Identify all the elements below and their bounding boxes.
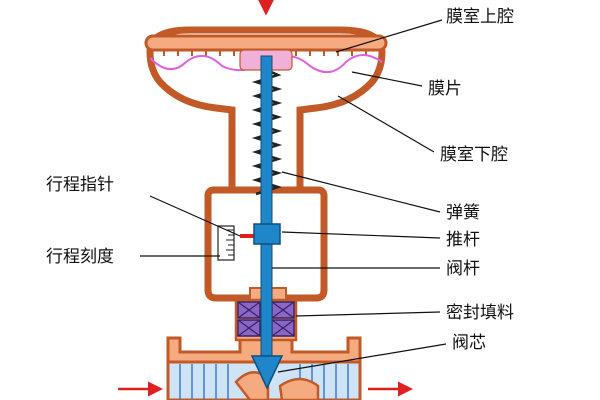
leader-packing xyxy=(295,311,441,317)
leader-upper-chamber xyxy=(335,19,443,53)
leader-lines xyxy=(140,19,447,373)
leader-push-rod xyxy=(281,231,441,239)
valve-core xyxy=(250,355,284,390)
label-valve-stem: 阀杆 xyxy=(446,259,480,279)
travel-scale xyxy=(217,225,235,261)
leader-valve-core xyxy=(277,343,447,373)
label-spring: 弹簧 xyxy=(446,203,480,223)
packing-box xyxy=(234,298,298,342)
pipe-flow-lines xyxy=(179,364,349,400)
label-diaphragm: 膜片 xyxy=(428,79,462,99)
label-travel-pointer: 行程指针 xyxy=(46,175,114,195)
label-upper-chamber: 膜室上腔 xyxy=(446,7,514,27)
label-travel-scale: 行程刻度 xyxy=(46,247,114,267)
leader-spring xyxy=(281,171,441,213)
leader-lower-chamber xyxy=(337,95,435,153)
label-valve-core: 阀芯 xyxy=(452,333,486,353)
label-packing: 密封填料 xyxy=(446,303,514,323)
spring xyxy=(251,66,283,196)
leader-diaphragm xyxy=(351,71,423,87)
valve-seat-right xyxy=(278,377,320,400)
label-lower-chamber: 膜室下腔 xyxy=(440,145,508,165)
push-rod-coupling xyxy=(253,223,281,245)
valve-seat xyxy=(234,371,270,400)
valve-stem xyxy=(260,55,273,357)
flange-bolts xyxy=(163,50,367,56)
leader-travel-pointer xyxy=(149,195,241,237)
label-push-rod: 推杆 xyxy=(446,230,480,250)
